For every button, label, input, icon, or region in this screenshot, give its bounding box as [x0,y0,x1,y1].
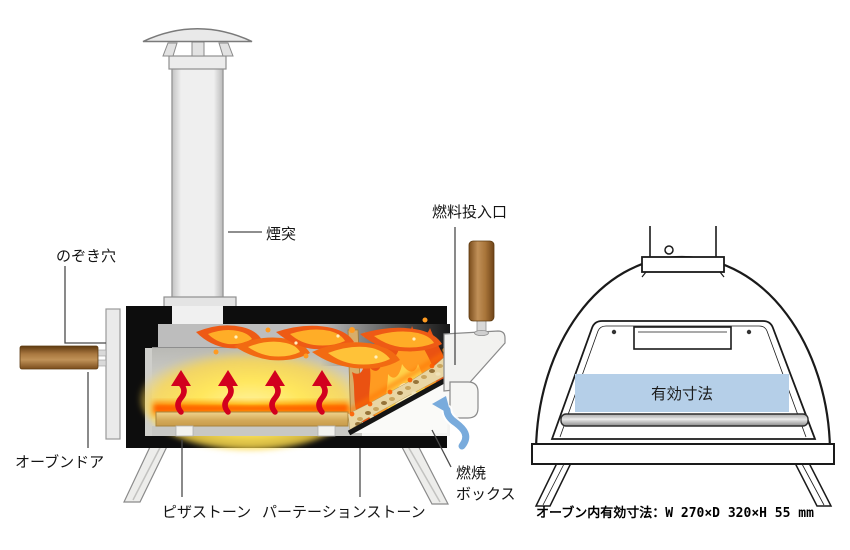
heat-arrow [218,370,238,415]
front-view-diagram: 有効寸法 オーブン内有効寸法：W 270×D 320×H 55 mm [531,226,835,521]
oven-door-label: オーブンドア [15,453,104,471]
stone-foot [175,425,194,437]
front-screw [746,329,752,335]
air-intake-housing [449,381,479,419]
oven-door-handle [19,345,99,370]
front-screw [611,329,617,335]
combustion-box-leader [431,429,452,468]
svg-text:ボックス: ボックス [456,486,516,503]
effective-area-label: 有効寸法 [651,385,713,403]
stone-foot [317,425,336,437]
front-base [531,443,835,465]
oven-door-panel [105,308,121,440]
heat-arrows [171,370,332,415]
flames-ceiling [196,325,442,369]
front-chimney [641,226,725,278]
air-flow-arrow [443,406,470,450]
pizza-stone-assembly [153,402,349,437]
combustion-tray [346,349,455,436]
left-cutaway-diagram: 煙突 のぞき穴 オーブンドア ピザストーン パーテーションストーン 燃料投入口 … [15,28,516,521]
front-handle-recess [633,326,732,350]
chimney-bolt-hole [664,245,674,255]
oven-door [19,308,121,440]
fuel-feed-assembly [432,240,506,452]
partition-stone-label: パーテーションストーン [262,504,426,521]
chimney-pipe [171,67,224,309]
chimney-label: 煙突 [266,226,296,243]
fuel-chute [443,330,506,392]
pizza-stone-label: ピザストーン [162,504,251,521]
effective-area-overlay [575,374,789,412]
fuel-inlet-handle [468,240,495,322]
heat-arrow [312,370,332,415]
pellet-tray-edge [347,373,455,436]
front-stone-bar [560,413,809,427]
fuel-inlet-label: 燃料投入口 [432,203,507,221]
leader-lines [64,227,456,497]
peephole-label: のぞき穴 [56,248,116,265]
heat-arrow [171,370,191,415]
chimney-cap [142,28,253,43]
front-legs [534,462,833,507]
svg-text:燃焼: 燃焼 [456,464,486,482]
heat-arrow [265,370,285,415]
oven-dimensions-note: オーブン内有効寸法：W 270×D 320×H 55 mm [536,505,814,521]
pizza-stone [155,411,349,427]
combustion-box-label: 燃焼 ボックス [456,464,516,503]
peephole-leader [64,266,106,344]
chimney [142,28,253,310]
